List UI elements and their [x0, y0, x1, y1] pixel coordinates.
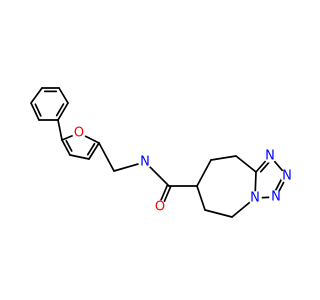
atom-mask-tz_n4 [248, 191, 262, 205]
bond-ph1-ph2 [30, 87, 43, 104]
atom-label-o_carbonyl: O [155, 200, 165, 215]
bond-ph2-ph3-inner [34, 103, 42, 117]
bond-fu_c4-fu_c3 [69, 154, 90, 160]
bond-az_c8-az_c9 [210, 155, 237, 161]
atom-mask-tz_n2 [280, 169, 294, 183]
bond-ph4-ph5 [57, 102, 69, 121]
bond-tz_n2-tz_n3-inner [273, 176, 284, 193]
bond-az_c7-az_c6 [196, 185, 206, 211]
bond-ph4-fu_c5 [57, 119, 63, 141]
bond-layer [30, 87, 288, 218]
bond-az_c7-az_c8 [196, 159, 212, 187]
atom-label-n_amide: N [140, 155, 150, 170]
atom-label-fu_o: O [74, 126, 84, 141]
atom-mask-o_carbonyl [153, 200, 167, 214]
bond-fu_c3-fu_c2 [88, 142, 100, 160]
bond-fu_c5-fu_c4-inner [65, 139, 73, 152]
bond-az_c6-az_c5 [204, 209, 233, 218]
bond-ph2-ph3 [30, 102, 40, 121]
atom-mask-tz_n1 [263, 149, 277, 163]
atom-label-tz_n1: N [265, 149, 275, 164]
atom-label-tz_n4: N [250, 191, 260, 206]
bond-ph5-ph6 [58, 87, 69, 104]
atom-mask-n_amide [138, 155, 152, 169]
atom-mask-tz_n3 [269, 190, 283, 204]
bond-fu_c3-fu_c2-inner [86, 142, 96, 156]
atom-label-tz_n3: N [271, 190, 281, 205]
bond-ph4-ph5-inner [55, 103, 65, 117]
bond-fu_c2-ch2 [98, 142, 115, 172]
bond-az_c9-tz_c [235, 155, 257, 173]
atom-mask-fu_o [72, 126, 86, 140]
atom-label-tz_n2: N [282, 169, 292, 184]
bond-fu_c5-fu_c4 [61, 139, 71, 156]
